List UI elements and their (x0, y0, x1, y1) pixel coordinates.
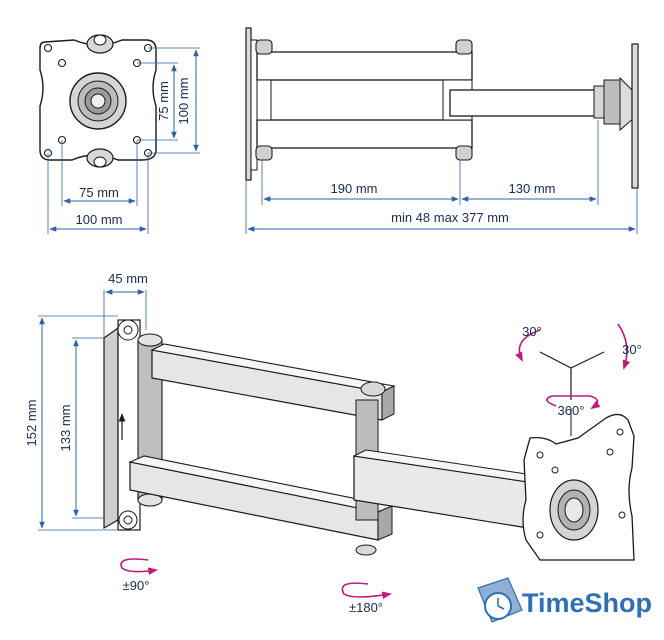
angle-tilt-right: 30° (622, 342, 642, 357)
vesa-plate-front-view: 75 mm 100 mm 75 mm 100 mm (39, 34, 200, 234)
arm-perspective-view: 45 mm 152 mm 133 mm (24, 271, 635, 561)
arm-swivel-symbol: ±180° (341, 582, 392, 615)
dim-plate-100-horizontal: 100 mm (76, 212, 123, 227)
dim-plate-75-horizontal: 75 mm (79, 185, 119, 200)
angle-wall-swivel: ±90° (123, 578, 150, 593)
brand-name: TimeShop (522, 588, 652, 618)
angle-rotate: 360° (558, 403, 585, 418)
wall-swivel-symbol: ±90° (120, 558, 158, 593)
dim-plate-100-vertical: 100 mm (176, 78, 191, 125)
brand-logo: TimeShop (477, 577, 652, 623)
dim-wall-height-outer: 152 mm (24, 400, 39, 447)
arm-top-view: 190 mm 130 mm min 48 max 377 mm (245, 27, 639, 234)
angle-tilt-left: 30° (522, 324, 542, 339)
angle-arm-swivel: ±180° (349, 600, 383, 615)
dim-arm-segment-2: 130 mm (509, 181, 556, 196)
dim-plate-75-vertical: 75 mm (156, 81, 171, 121)
dim-wall-depth: 45 mm (108, 271, 148, 286)
dim-arm-range: min 48 max 377 mm (391, 210, 509, 225)
dim-arm-segment-1: 190 mm (331, 181, 378, 196)
head-rotation-symbol: 30° 30° 360° (515, 323, 642, 436)
dim-wall-height-inner: 133 mm (58, 405, 73, 452)
